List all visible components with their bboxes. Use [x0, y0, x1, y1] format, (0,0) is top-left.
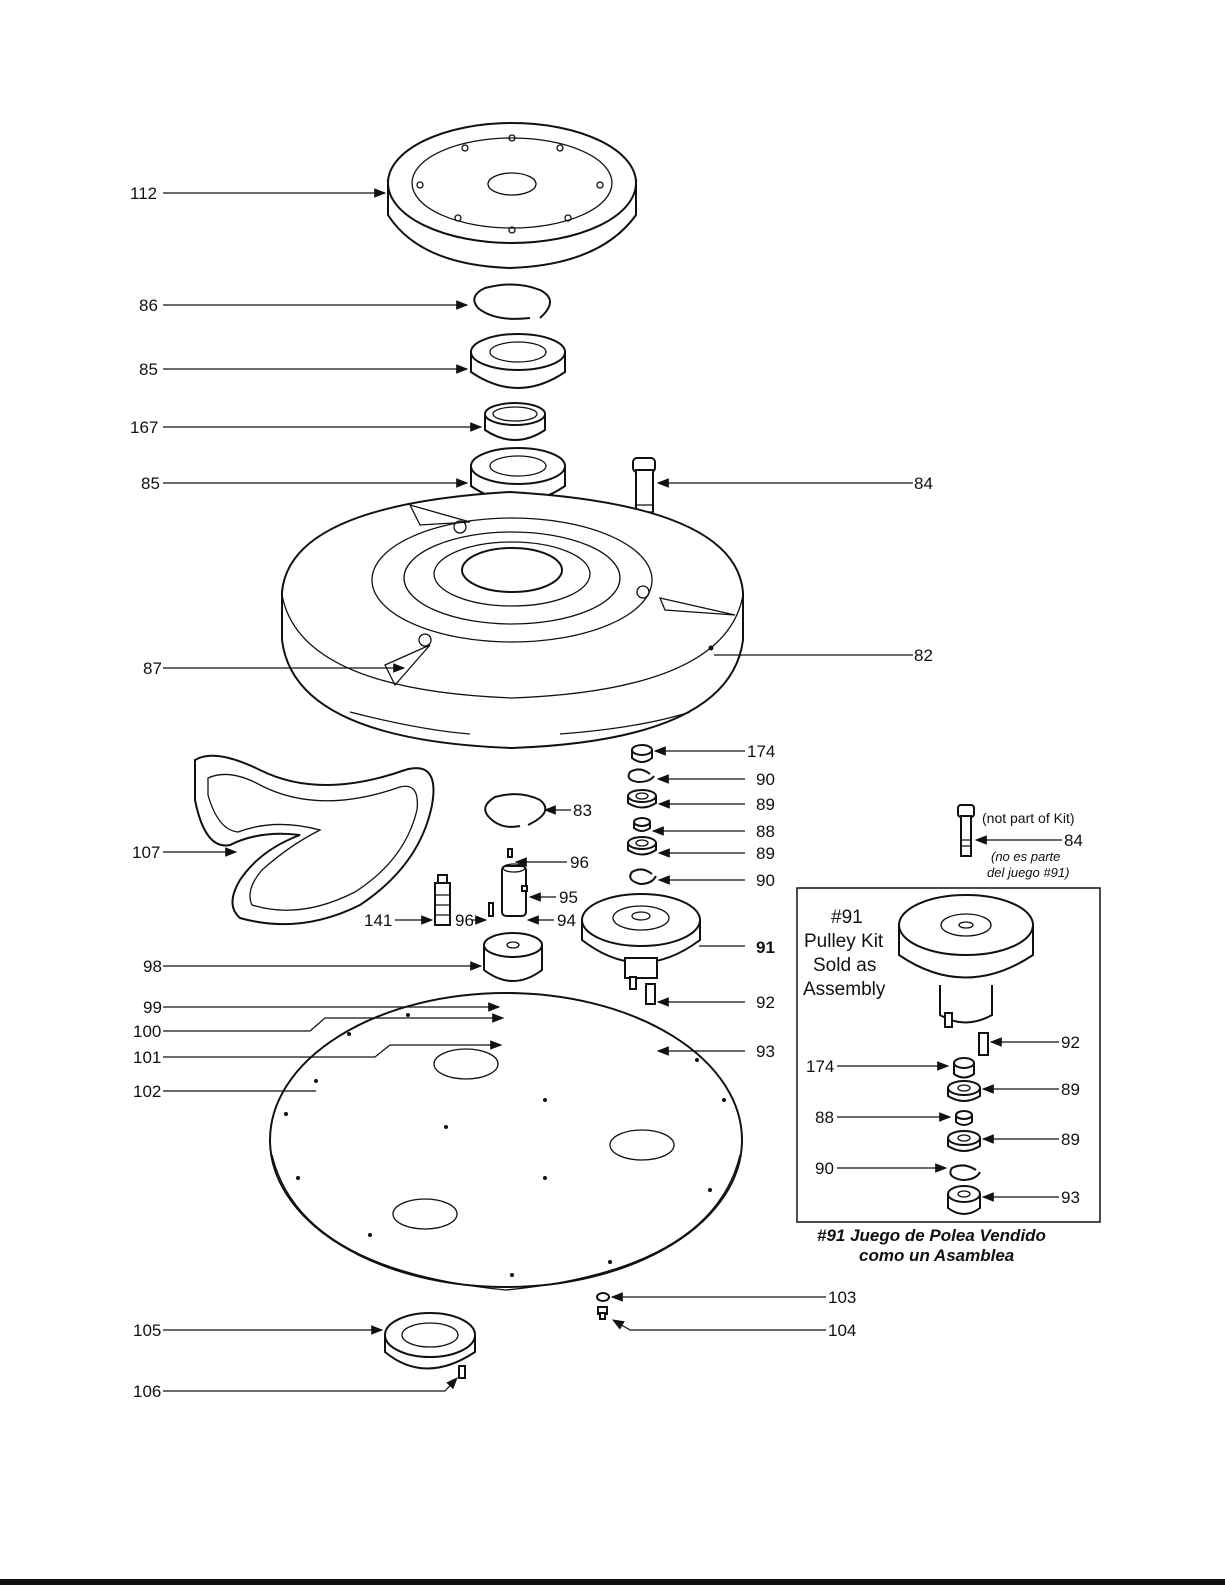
callout-83: 83: [573, 801, 592, 820]
callout-167: 167: [130, 418, 158, 437]
callout-86: 86: [139, 296, 158, 315]
part-89-bearing-upper: [628, 790, 656, 808]
part-86-snap-ring: [474, 284, 550, 318]
callout-112: 112: [130, 184, 157, 203]
kit-callout-92: 92: [1061, 1033, 1080, 1052]
callout-105: 105: [133, 1321, 161, 1340]
kit-bolt-84: [958, 805, 974, 856]
kit-note-not-part: (not part of Kit): [982, 810, 1075, 826]
kit-footer-line1: #91 Juego de Polea Vendido: [817, 1226, 1046, 1245]
part-96-pin-lower: [489, 903, 493, 916]
callout-174: 174: [747, 742, 775, 761]
kit-bearing-89-lower: [948, 1131, 980, 1151]
part-90-ring-lower: [630, 869, 656, 884]
callout-101: 101: [133, 1048, 161, 1067]
kit-footer-line2: como un Asamblea: [859, 1246, 1014, 1265]
callout-102: 102: [133, 1082, 161, 1101]
part-105-adapter-ring: [385, 1313, 475, 1369]
pulley-kit-inset: (not part of Kit) 84 (no es parte del ju…: [797, 805, 1100, 1265]
kit-callout-88: 88: [815, 1108, 834, 1127]
callout-84: 84: [914, 474, 933, 493]
callout-90-upper: 90: [756, 770, 775, 789]
part-83-snap-ring: [485, 794, 545, 827]
part-85-bearing-upper: [471, 334, 565, 388]
kit-callout-89-lower: 89: [1061, 1130, 1080, 1149]
kit-callout-84: 84: [1064, 831, 1083, 850]
kit-callout-174: 174: [806, 1057, 834, 1076]
kit-pulley-91: [899, 895, 1033, 1027]
kit-note-es-2: del juego #91): [987, 865, 1069, 880]
kit-bushing-174: [954, 1058, 974, 1078]
part-102-base-plate: [270, 993, 742, 1290]
part-82-housing: [282, 492, 743, 748]
callout-91: 91: [756, 938, 775, 957]
kit-ring-90: [950, 1165, 980, 1180]
callout-92: 92: [756, 993, 775, 1012]
part-95-set-screw: [522, 886, 527, 891]
callout-90-lower: 90: [756, 871, 775, 890]
part-107-belt: [195, 756, 433, 924]
part-91-pulley: [582, 894, 700, 989]
callout-96-upper: 96: [570, 853, 589, 872]
callout-85-lower: 85: [141, 474, 160, 493]
part-141-standoff: [435, 875, 450, 925]
callout-93: 93: [756, 1042, 775, 1061]
kit-bearing-89-upper: [948, 1081, 980, 1101]
callout-100: 100: [133, 1022, 161, 1041]
part-167-spacer: [485, 403, 545, 440]
part-98-bumper: [484, 933, 542, 981]
part-112-cover-plate: [388, 123, 636, 268]
kit-callout-90: 90: [815, 1159, 834, 1178]
part-103-washer: [597, 1293, 609, 1301]
kit-callout-89-upper: 89: [1061, 1080, 1080, 1099]
callout-95: 95: [559, 888, 578, 907]
kit-title-line3: Sold as: [813, 955, 876, 976]
callout-89-lower: 89: [756, 844, 775, 863]
part-89-bearing-lower: [628, 837, 656, 855]
callout-104: 104: [828, 1321, 856, 1340]
callout-106: 106: [133, 1382, 161, 1401]
callout-141: 141: [364, 911, 392, 930]
part-174-bushing: [632, 745, 652, 762]
callout-103: 103: [828, 1288, 856, 1307]
callout-107: 107: [132, 843, 160, 862]
callout-87: 87: [143, 659, 162, 678]
part-88-spacer: [634, 818, 650, 831]
callout-96-lower: 96: [455, 911, 474, 930]
kit-spacer-88: [956, 1111, 972, 1125]
part-104-screw: [598, 1307, 607, 1319]
part-90-ring-upper: [629, 769, 654, 782]
kit-title-line4: Assembly: [803, 979, 886, 1000]
kit-title-line1: #91: [831, 907, 863, 928]
page-bottom-border: [0, 1579, 1225, 1585]
part-92-stud: [646, 984, 655, 1004]
part-106-screw: [459, 1366, 465, 1378]
kit-title-line2: Pulley Kit: [804, 931, 884, 952]
callout-99: 99: [143, 998, 162, 1017]
kit-nut-93: [948, 1186, 980, 1214]
kit-callout-93: 93: [1061, 1188, 1080, 1207]
callout-89-upper: 89: [756, 795, 775, 814]
kit-note-es-1: (no es parte: [991, 849, 1060, 864]
callout-94: 94: [557, 911, 576, 930]
callout-85-upper: 85: [139, 360, 158, 379]
callout-88: 88: [756, 822, 775, 841]
part-96-pin-upper: [508, 849, 512, 857]
callout-82: 82: [914, 646, 933, 665]
callout-98: 98: [143, 957, 162, 976]
kit-stud-92: [979, 1033, 988, 1055]
